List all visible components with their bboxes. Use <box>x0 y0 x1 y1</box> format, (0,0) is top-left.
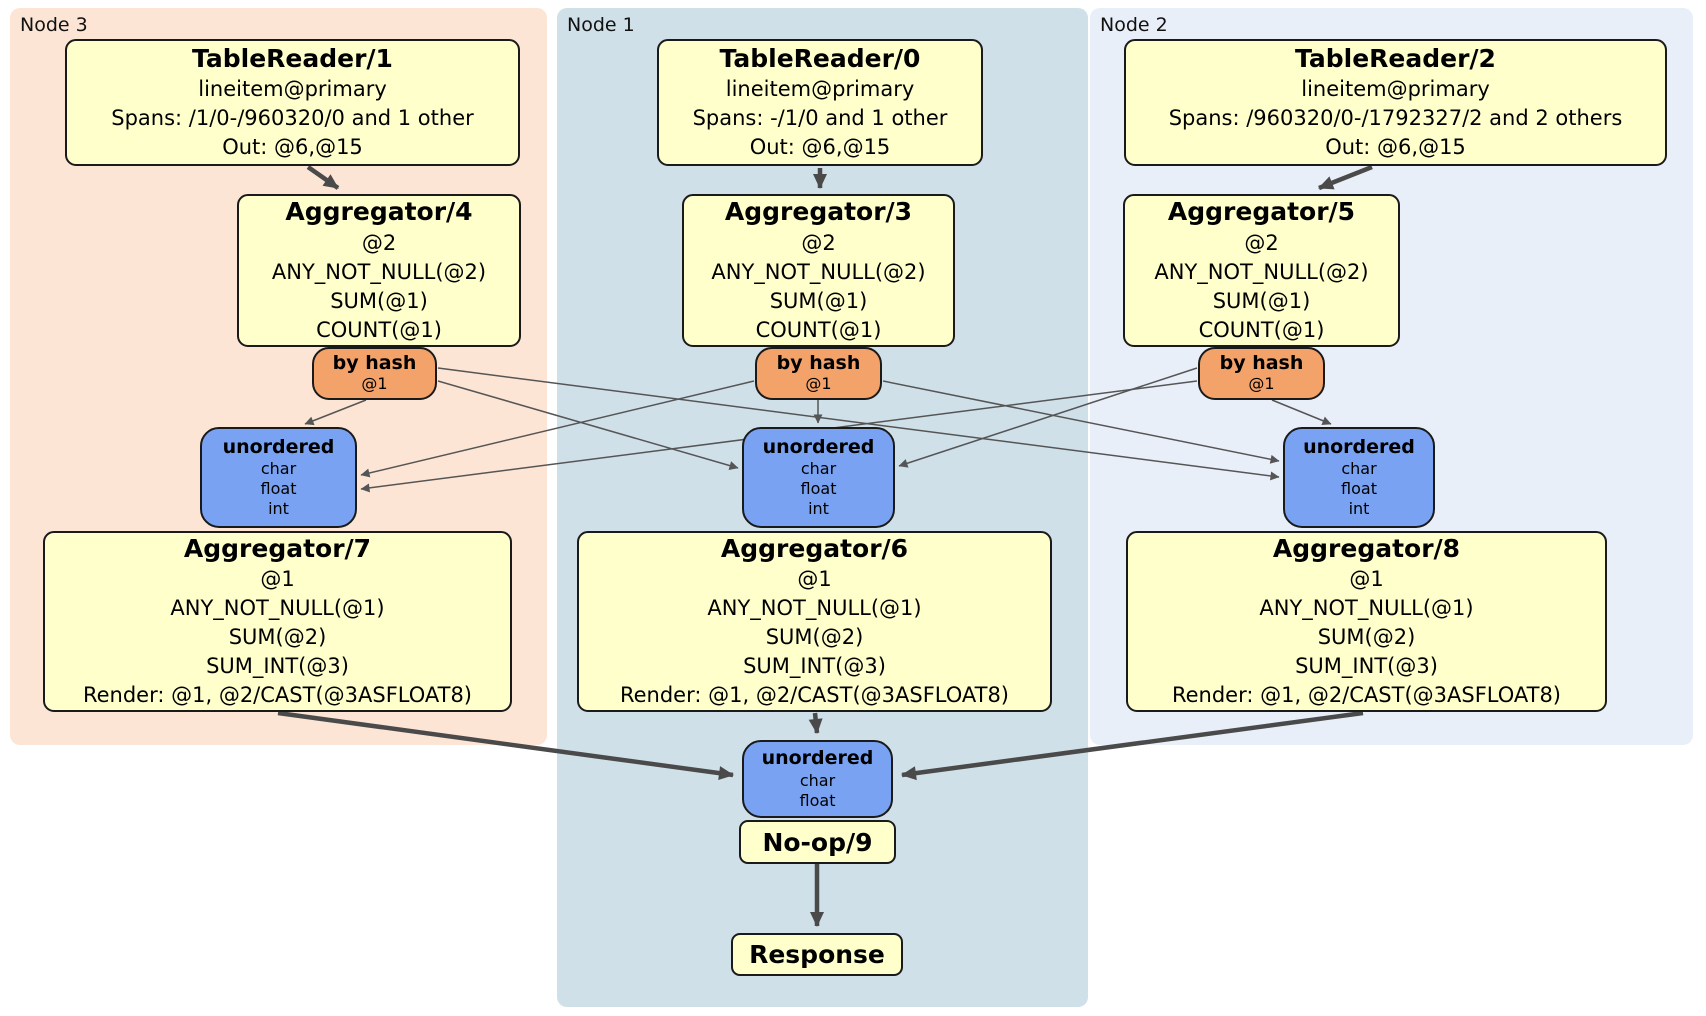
processor-title: TableReader/1 <box>192 43 393 73</box>
processor-detail: Spans: -/1/0 and 1 other <box>692 106 948 131</box>
processor-detail: lineitem@primary <box>1301 77 1490 102</box>
processor-aggregator7: Aggregator/7 @1 ANY_NOT_NULL(@1) SUM(@2)… <box>43 531 512 712</box>
processor-title: Aggregator/6 <box>720 533 909 563</box>
processor-aggregator6: Aggregator/6 @1 ANY_NOT_NULL(@1) SUM(@2)… <box>577 531 1052 712</box>
processor-detail: Render: @1, @2/CAST(@3ASFLOAT8) <box>619 683 1010 708</box>
processor-detail: Out: @6,@15 <box>222 135 363 160</box>
sync-unordered-node1: unordered char float int <box>742 427 895 528</box>
processor-detail: SUM(@1) <box>769 288 868 313</box>
router-title: by hash <box>776 352 861 375</box>
processor-detail: @2 <box>801 230 836 255</box>
processor-detail: @1 <box>260 567 295 592</box>
router-detail: @1 <box>1248 374 1275 394</box>
processor-detail: ANY_NOT_NULL(@1) <box>707 596 922 621</box>
processor-title: Aggregator/8 <box>1272 533 1461 563</box>
sync-type: int <box>1348 499 1370 519</box>
processor-title: Aggregator/4 <box>285 197 473 227</box>
router-byhash-node3: by hash @1 <box>312 347 437 400</box>
router-title: by hash <box>332 352 417 375</box>
processor-title: No-op/9 <box>762 827 873 857</box>
group-node3-label: Node 3 <box>20 14 88 36</box>
processor-response: Response <box>731 933 903 976</box>
processor-detail: ANY_NOT_NULL(@1) <box>170 596 385 621</box>
processor-title: Response <box>749 940 885 969</box>
processor-noop9: No-op/9 <box>739 820 896 864</box>
processor-title: Aggregator/3 <box>724 197 913 227</box>
processor-detail: ANY_NOT_NULL(@2) <box>711 259 926 284</box>
processor-detail: SUM(@1) <box>330 288 428 313</box>
sync-type: float <box>260 479 297 499</box>
processor-detail: ANY_NOT_NULL(@2) <box>1154 259 1369 284</box>
sync-title: unordered <box>1303 435 1415 458</box>
processor-aggregator5: Aggregator/5 @2 ANY_NOT_NULL(@2) SUM(@1)… <box>1123 194 1400 347</box>
processor-detail: Spans: /1/0-/960320/0 and 1 other <box>111 106 474 131</box>
router-byhash-node2: by hash @1 <box>1198 347 1325 400</box>
router-detail: @1 <box>361 374 388 394</box>
processor-title: TableReader/0 <box>719 43 921 73</box>
router-detail: @1 <box>805 374 832 394</box>
processor-detail: COUNT(@1) <box>316 317 442 342</box>
processor-detail: SUM(@1) <box>1212 288 1311 313</box>
sync-type: float <box>799 790 836 810</box>
processor-detail: @2 <box>361 230 397 255</box>
processor-detail: @1 <box>1349 567 1384 592</box>
processor-detail: SUM_INT(@3) <box>743 654 886 679</box>
sync-type: int <box>268 499 289 519</box>
sync-type: float <box>800 479 837 499</box>
processor-detail: @1 <box>797 567 832 592</box>
processor-detail: Render: @1, @2/CAST(@3ASFLOAT8) <box>82 683 473 708</box>
processor-aggregator4: Aggregator/4 @2 ANY_NOT_NULL(@2) SUM(@1)… <box>237 194 521 347</box>
router-title: by hash <box>1219 352 1304 375</box>
sync-type: char <box>260 459 297 479</box>
processor-detail: ANY_NOT_NULL(@1) <box>1259 596 1474 621</box>
processor-detail: lineitem@primary <box>725 77 915 102</box>
processor-detail: Spans: /960320/0-/1792327/2 and 2 others <box>1168 106 1623 131</box>
processor-detail: Render: @1, @2/CAST(@3ASFLOAT8) <box>1171 683 1562 708</box>
sync-unordered-final: unordered char float <box>742 740 893 818</box>
processor-aggregator8: Aggregator/8 @1 ANY_NOT_NULL(@1) SUM(@2)… <box>1126 531 1607 712</box>
processor-title: Aggregator/5 <box>1167 197 1356 227</box>
sync-title: unordered <box>762 435 875 458</box>
processor-detail: COUNT(@1) <box>755 317 882 342</box>
sync-type: int <box>808 499 829 519</box>
sync-title: unordered <box>222 435 335 458</box>
processor-tablereader1: TableReader/1 lineitem@primary Spans: /1… <box>65 39 520 166</box>
processor-aggregator3: Aggregator/3 @2 ANY_NOT_NULL(@2) SUM(@1)… <box>682 194 955 347</box>
group-node1-label: Node 1 <box>567 14 635 36</box>
processor-detail: lineitem@primary <box>198 77 387 102</box>
group-node2-label: Node 2 <box>1100 14 1168 36</box>
processor-detail: SUM(@2) <box>765 625 864 650</box>
processor-detail: SUM_INT(@3) <box>206 654 349 679</box>
processor-title: Aggregator/7 <box>183 533 372 563</box>
processor-detail: Out: @6,@15 <box>749 135 891 160</box>
processor-title: TableReader/2 <box>1295 43 1496 73</box>
processor-detail: @2 <box>1244 230 1279 255</box>
processor-tablereader0: TableReader/0 lineitem@primary Spans: -/… <box>657 39 983 166</box>
processor-detail: ANY_NOT_NULL(@2) <box>271 259 487 284</box>
processor-detail: SUM(@2) <box>228 625 327 650</box>
router-byhash-node1: by hash @1 <box>755 347 882 400</box>
processor-tablereader2: TableReader/2 lineitem@primary Spans: /9… <box>1124 39 1667 166</box>
processor-detail: COUNT(@1) <box>1198 317 1325 342</box>
sync-type: char <box>799 770 836 790</box>
processor-detail: SUM(@2) <box>1317 625 1416 650</box>
processor-detail: SUM_INT(@3) <box>1295 654 1438 679</box>
sync-unordered-node3: unordered char float int <box>200 427 357 528</box>
sync-type: char <box>1341 459 1377 479</box>
sync-title: unordered <box>761 747 874 770</box>
sync-type: char <box>800 459 837 479</box>
processor-detail: Out: @6,@15 <box>1325 135 1466 160</box>
sync-unordered-node2: unordered char float int <box>1283 427 1435 528</box>
sync-type: float <box>1341 479 1377 499</box>
